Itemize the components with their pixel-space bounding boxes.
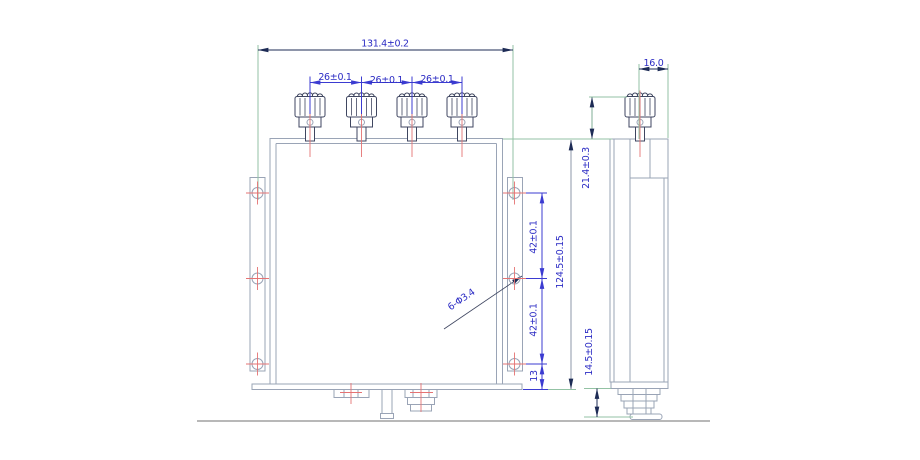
dimension-port-spacing: 26±0.1 26±0.1 26±0.1 — [309, 72, 463, 114]
dimension-base-height: 14.5±0.15 — [584, 328, 600, 418]
dim-depth-label: 16.0 — [644, 58, 664, 69]
connector-blue-centerlines — [309, 76, 463, 114]
flange-hole-left-mid — [245, 266, 270, 291]
dim-hole-pitch-upper-label: 42±0.1 — [529, 220, 540, 254]
dimension-connector-height: 21.4±0.3 — [581, 96, 595, 189]
front-bottom-plate — [251, 383, 523, 390]
dimension-body-height: 124.5±0.15 — [555, 139, 574, 390]
dim-hole-pitch-lower-label: 42±0.1 — [529, 303, 540, 337]
dimension-hole-pitch-lower: 42±0.1 — [520, 278, 547, 365]
dim-base-height-label: 14.5±0.15 — [584, 328, 595, 376]
dim-body-height-label: 124.5±0.15 — [555, 235, 566, 289]
dim-connector-height-label: 21.4±0.3 — [581, 147, 592, 189]
side-bottom-connector — [617, 388, 663, 420]
dim-hole-edge-offset-label: 13 — [529, 370, 540, 382]
front-view — [249, 90, 523, 419]
dimension-overall-width: 131.4±0.2 — [257, 39, 514, 53]
dimension-hole-pitch-upper: 42±0.1 — [520, 192, 547, 279]
flange-hole-left-bottom — [245, 352, 270, 376]
side-bottom-plate — [610, 381, 669, 389]
flange-holes — [245, 181, 527, 376]
bottom-port-left — [333, 389, 370, 398]
dim-overall-width-label: 131.4±0.2 — [361, 39, 409, 50]
dim-port-spacing-2-label: 26±0.1 — [370, 75, 404, 86]
hole-callout: 6-Φ3.4 — [443, 275, 523, 330]
mounting-flange-right — [507, 177, 523, 372]
front-body-outline — [269, 138, 503, 385]
dim-port-spacing-1-label: 26±0.1 — [318, 72, 352, 83]
bottom-post — [380, 389, 394, 419]
dim-port-spacing-3-label: 26±0.1 — [420, 74, 454, 85]
side-body-outline — [609, 138, 669, 383]
bottom-centerlines — [340, 383, 433, 412]
dimension-hole-edge-offset: 13 — [523, 363, 548, 390]
flange-hole-left-top — [245, 181, 270, 205]
side-view — [609, 90, 669, 420]
dimension-depth: 16.0 — [638, 58, 669, 72]
